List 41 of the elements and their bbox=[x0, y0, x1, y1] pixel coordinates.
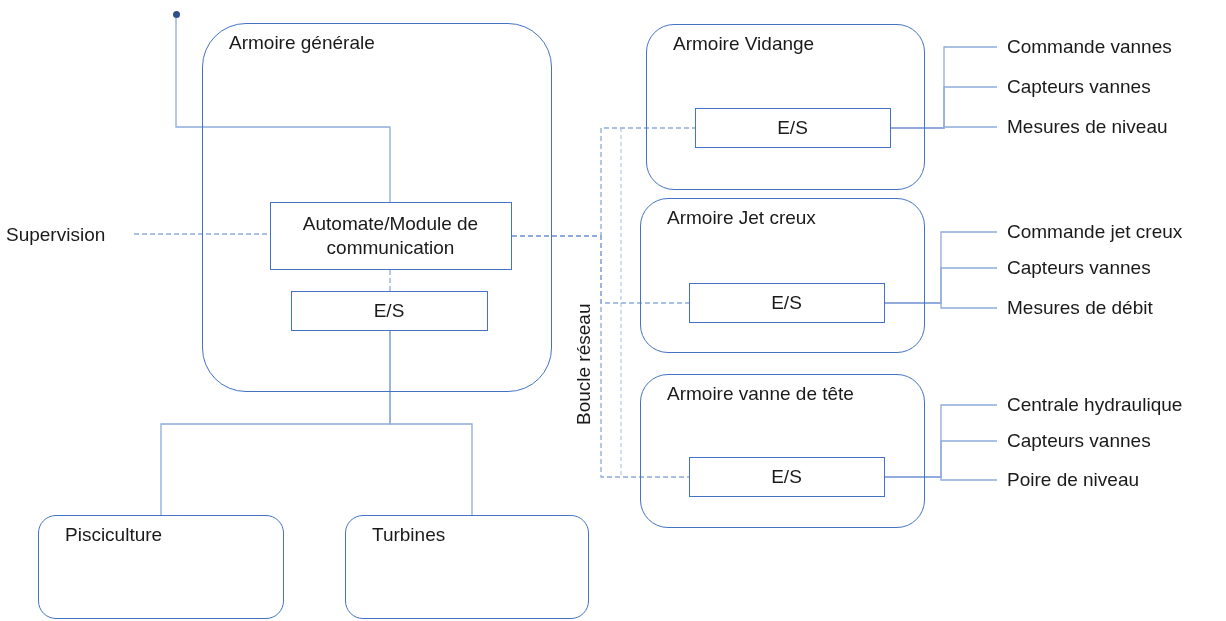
text-label: Supervision bbox=[6, 221, 134, 249]
cabinet-box bbox=[640, 198, 925, 353]
module-box bbox=[694, 107, 891, 148]
connector-line bbox=[389, 269, 391, 292]
module-label: E/S bbox=[771, 290, 802, 315]
cabinet-box bbox=[345, 515, 589, 619]
module-label: E/S bbox=[771, 464, 802, 489]
connection-dot bbox=[173, 11, 180, 18]
panel-heading: Armoire générale bbox=[229, 32, 375, 54]
module-box bbox=[688, 282, 885, 323]
cabinet-box bbox=[640, 374, 925, 528]
module-label: E/S bbox=[777, 115, 808, 140]
text-label: Commande vannes bbox=[997, 33, 1223, 61]
panel-heading: Pisciculture bbox=[65, 524, 163, 546]
panel-heading: Armoire Jet creux bbox=[667, 207, 816, 229]
text-label: Poire de niveau bbox=[997, 466, 1223, 494]
panel-heading: Armoire vanne de tête bbox=[667, 383, 854, 405]
connector-line bbox=[890, 126, 998, 129]
connector-line bbox=[884, 302, 998, 309]
panel-heading: Turbines bbox=[372, 524, 446, 546]
module-box bbox=[269, 201, 512, 270]
connector-line bbox=[884, 476, 998, 481]
module-label: E/S bbox=[373, 298, 405, 323]
panel-heading: Armoire Vidange bbox=[673, 33, 815, 55]
text-label: Mesures de débit bbox=[997, 294, 1223, 322]
cabinet-box bbox=[646, 24, 925, 190]
text-label: Capteurs vannes bbox=[997, 254, 1223, 282]
text-label: Centrale hydraulique bbox=[997, 391, 1223, 419]
text-label: Mesures de niveau bbox=[997, 113, 1223, 141]
connector-line bbox=[511, 235, 690, 478]
module-label: Automate/Module de communication bbox=[301, 211, 480, 260]
cabinet-box bbox=[202, 23, 552, 392]
connector-line bbox=[175, 17, 391, 203]
connector-line bbox=[389, 330, 473, 516]
text-label: Capteurs vannes bbox=[997, 73, 1223, 101]
text-label: Capteurs vannes bbox=[997, 427, 1223, 455]
network-label: Boucle réseau bbox=[573, 303, 595, 425]
text-label: Commande jet creux bbox=[997, 218, 1223, 246]
cabinet-box bbox=[38, 515, 284, 619]
module-box bbox=[290, 290, 488, 331]
module-box bbox=[688, 456, 885, 497]
